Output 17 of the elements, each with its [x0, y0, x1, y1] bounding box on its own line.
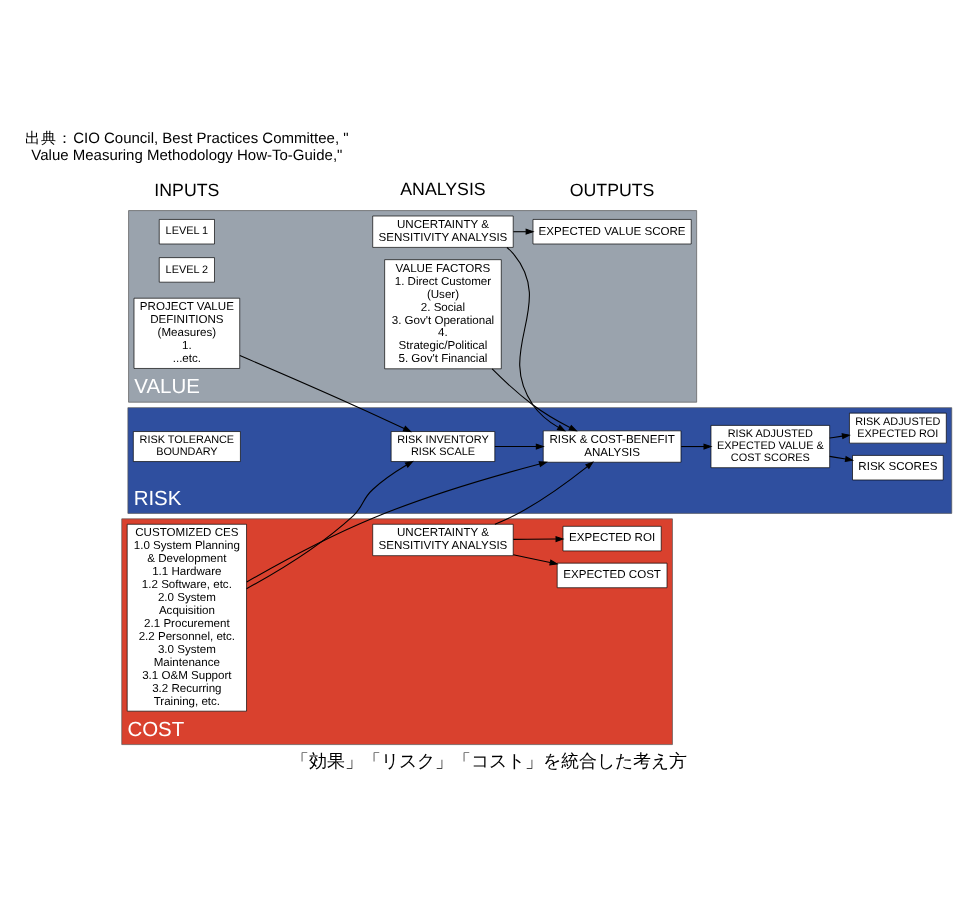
arrow: [505, 245, 566, 431]
arrow: [511, 227, 534, 234]
arrow: [245, 460, 547, 582]
arrow: [493, 460, 593, 524]
caption: 「効果」「リスク」「コスト」を統合した考え方: [290, 749, 686, 770]
arrow: [828, 432, 850, 439]
label: INPUTS: [153, 179, 219, 200]
arrow: [511, 534, 564, 542]
label: OUTPUTS: [568, 179, 654, 200]
arrow: [828, 454, 854, 462]
arrow: [679, 442, 712, 449]
label: ANALYSIS: [399, 178, 485, 199]
arrow: [245, 459, 413, 589]
arrow: [511, 553, 558, 565]
arrow: [238, 354, 412, 432]
arrow: [490, 367, 577, 431]
arrow: [493, 442, 544, 449]
